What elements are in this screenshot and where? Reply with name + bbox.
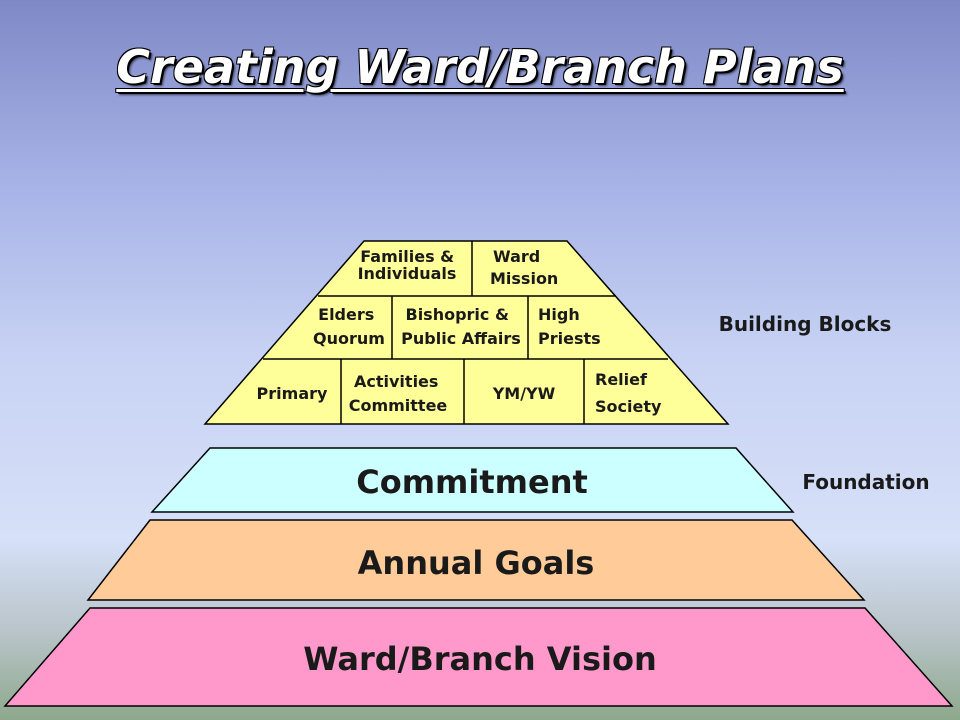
block-families-individuals: Families & Individuals	[358, 247, 460, 283]
block-high-priests: High Priests	[538, 305, 601, 348]
commitment-layer	[150, 447, 795, 513]
block-bishopric-public-affairs: Bishopric & Public Affairs	[401, 305, 521, 348]
block-elders-quorum: Elders Quorum	[313, 305, 385, 348]
annual-goals-layer	[86, 519, 866, 601]
block-ym-yw: YM/YW	[492, 384, 556, 403]
annual-goals-label: Annual Goals	[358, 544, 595, 582]
foundation-side-label: Foundation	[802, 470, 929, 494]
page-title: Creating Ward/Branch Plans	[116, 40, 844, 94]
building-blocks-side-label: Building Blocks	[719, 312, 892, 336]
vision-label: Ward/Branch Vision	[303, 640, 657, 678]
vision-layer	[3, 607, 954, 707]
block-relief-society: Relief Society	[595, 370, 662, 416]
commitment-label: Commitment	[356, 463, 588, 501]
block-ward-mission: Ward Mission	[490, 247, 558, 288]
block-primary: Primary	[257, 384, 328, 403]
building-blocks-shape	[203, 240, 730, 425]
block-activities-committee: Activities Committee	[349, 372, 448, 415]
